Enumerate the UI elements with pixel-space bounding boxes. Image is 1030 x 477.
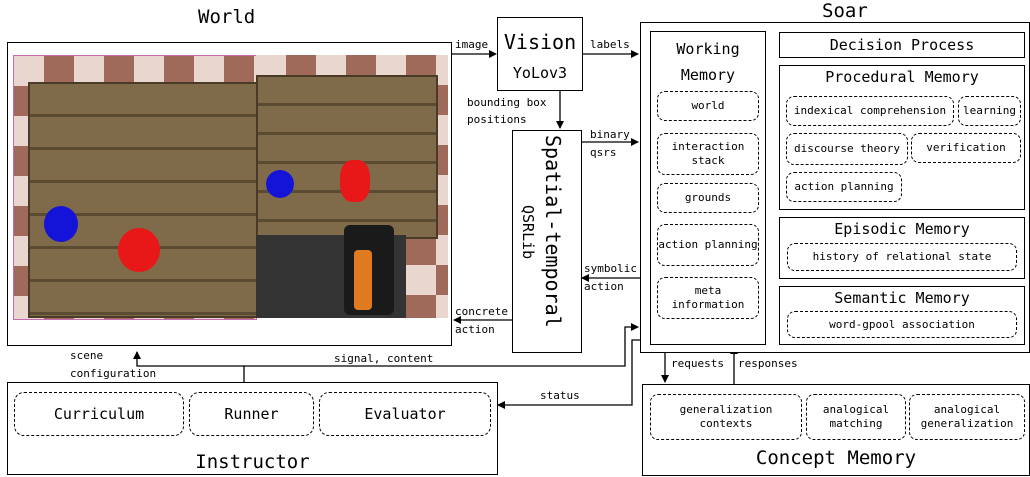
red-block-angle [340, 160, 370, 202]
em-item-history: history of relational state [787, 243, 1017, 271]
wm-item-interaction-stack: interaction stack [657, 133, 759, 175]
label-action-1: action [584, 280, 624, 293]
vision-title: Vision [503, 30, 577, 54]
arrow-scene-configuration [133, 351, 245, 382]
crate-top-angle [256, 75, 438, 239]
decision-process-box: Decision Process [779, 32, 1025, 58]
runner-box: Runner [189, 392, 314, 436]
episodic-memory-title: Episodic Memory [834, 220, 970, 238]
pm-item-action-planning: action planning [786, 172, 902, 202]
world-right-view [256, 55, 448, 318]
label-positions: positions [467, 113, 527, 126]
cm-item-analogical-generalization: analogical generalization [909, 394, 1025, 440]
label-scene: scene [70, 349, 104, 362]
wm-item-grounds: grounds [657, 183, 759, 213]
spatial-temporal-box: Spatial-temporal QSRLib [512, 130, 582, 353]
pm-item-learning: learning [958, 96, 1021, 126]
evaluator-box: Evaluator [319, 392, 491, 436]
arrow-status [497, 339, 640, 409]
instructor-title: Instructor [195, 451, 310, 473]
vision-subtitle: YoLov3 [512, 64, 568, 82]
vision-box: Vision YoLov3 [497, 17, 583, 91]
label-bounding-box: bounding box [467, 96, 547, 109]
arrow-signal-content [244, 323, 639, 367]
pm-item-indexical-comprehension: indexical comprehension [786, 96, 954, 126]
label-signal-content: signal, content [334, 352, 434, 365]
label-action-2: action [455, 323, 495, 336]
label-concrete: concrete [455, 305, 508, 318]
procedural-memory-title: Procedural Memory [825, 68, 979, 86]
crate-top [28, 82, 256, 318]
label-image: image [455, 38, 489, 51]
label-status: status [540, 389, 580, 402]
pm-item-discourse-theory: discourse theory [786, 133, 908, 165]
pm-item-verification: verification [911, 133, 1021, 163]
concept-memory-title: Concept Memory [755, 447, 917, 469]
label-qsrs: qsrs [590, 146, 617, 159]
wm-item-world: world [657, 91, 759, 121]
world-left-view [13, 55, 257, 320]
wm-item-meta-information: meta information [657, 277, 759, 319]
cm-item-analogical-matching: analogical matching [806, 394, 906, 440]
wm-item-action-planning: action planning [657, 224, 759, 266]
cm-item-generalization-contexts: generalization contexts [650, 394, 802, 440]
label-symbolic: symbolic [584, 262, 637, 275]
spatial-temporal-title: Spatial-temporal [541, 135, 565, 328]
blue-block-angle [266, 170, 294, 198]
soar-title: Soar [822, 0, 868, 22]
qsrlib-label: QSRLib [519, 205, 537, 260]
world-title: World [198, 6, 256, 28]
label-labels: labels [590, 38, 630, 51]
curriculum-box: Curriculum [14, 392, 184, 436]
blue-block [44, 206, 78, 242]
label-configuration: configuration [70, 367, 157, 380]
semantic-memory-title: Semantic Memory [834, 289, 970, 307]
red-block [118, 228, 160, 272]
sm-item-word-gpool: word-gpool association [787, 311, 1017, 338]
label-responses: responses [738, 357, 798, 370]
label-requests: requests [671, 357, 724, 370]
robot-arm-joint [354, 250, 372, 310]
world-panel [7, 42, 452, 346]
working-memory-title: Working Memory [676, 40, 740, 84]
label-binary: binary [590, 128, 630, 141]
